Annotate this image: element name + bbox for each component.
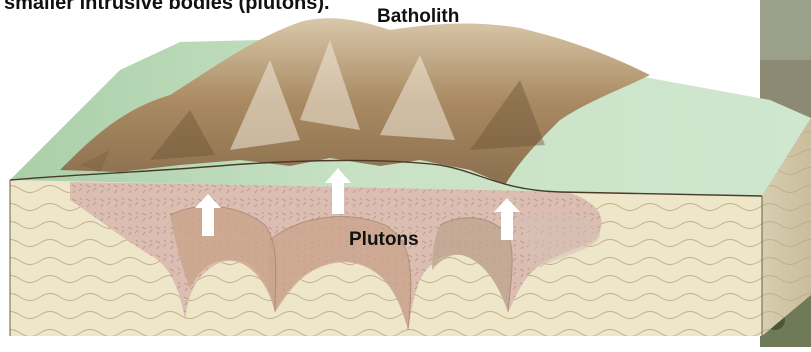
- plutons-label: Plutons: [349, 229, 419, 251]
- batholith-label: Batholith: [377, 6, 459, 28]
- caption: smaller intrusive bodies (plutons).: [4, 0, 330, 15]
